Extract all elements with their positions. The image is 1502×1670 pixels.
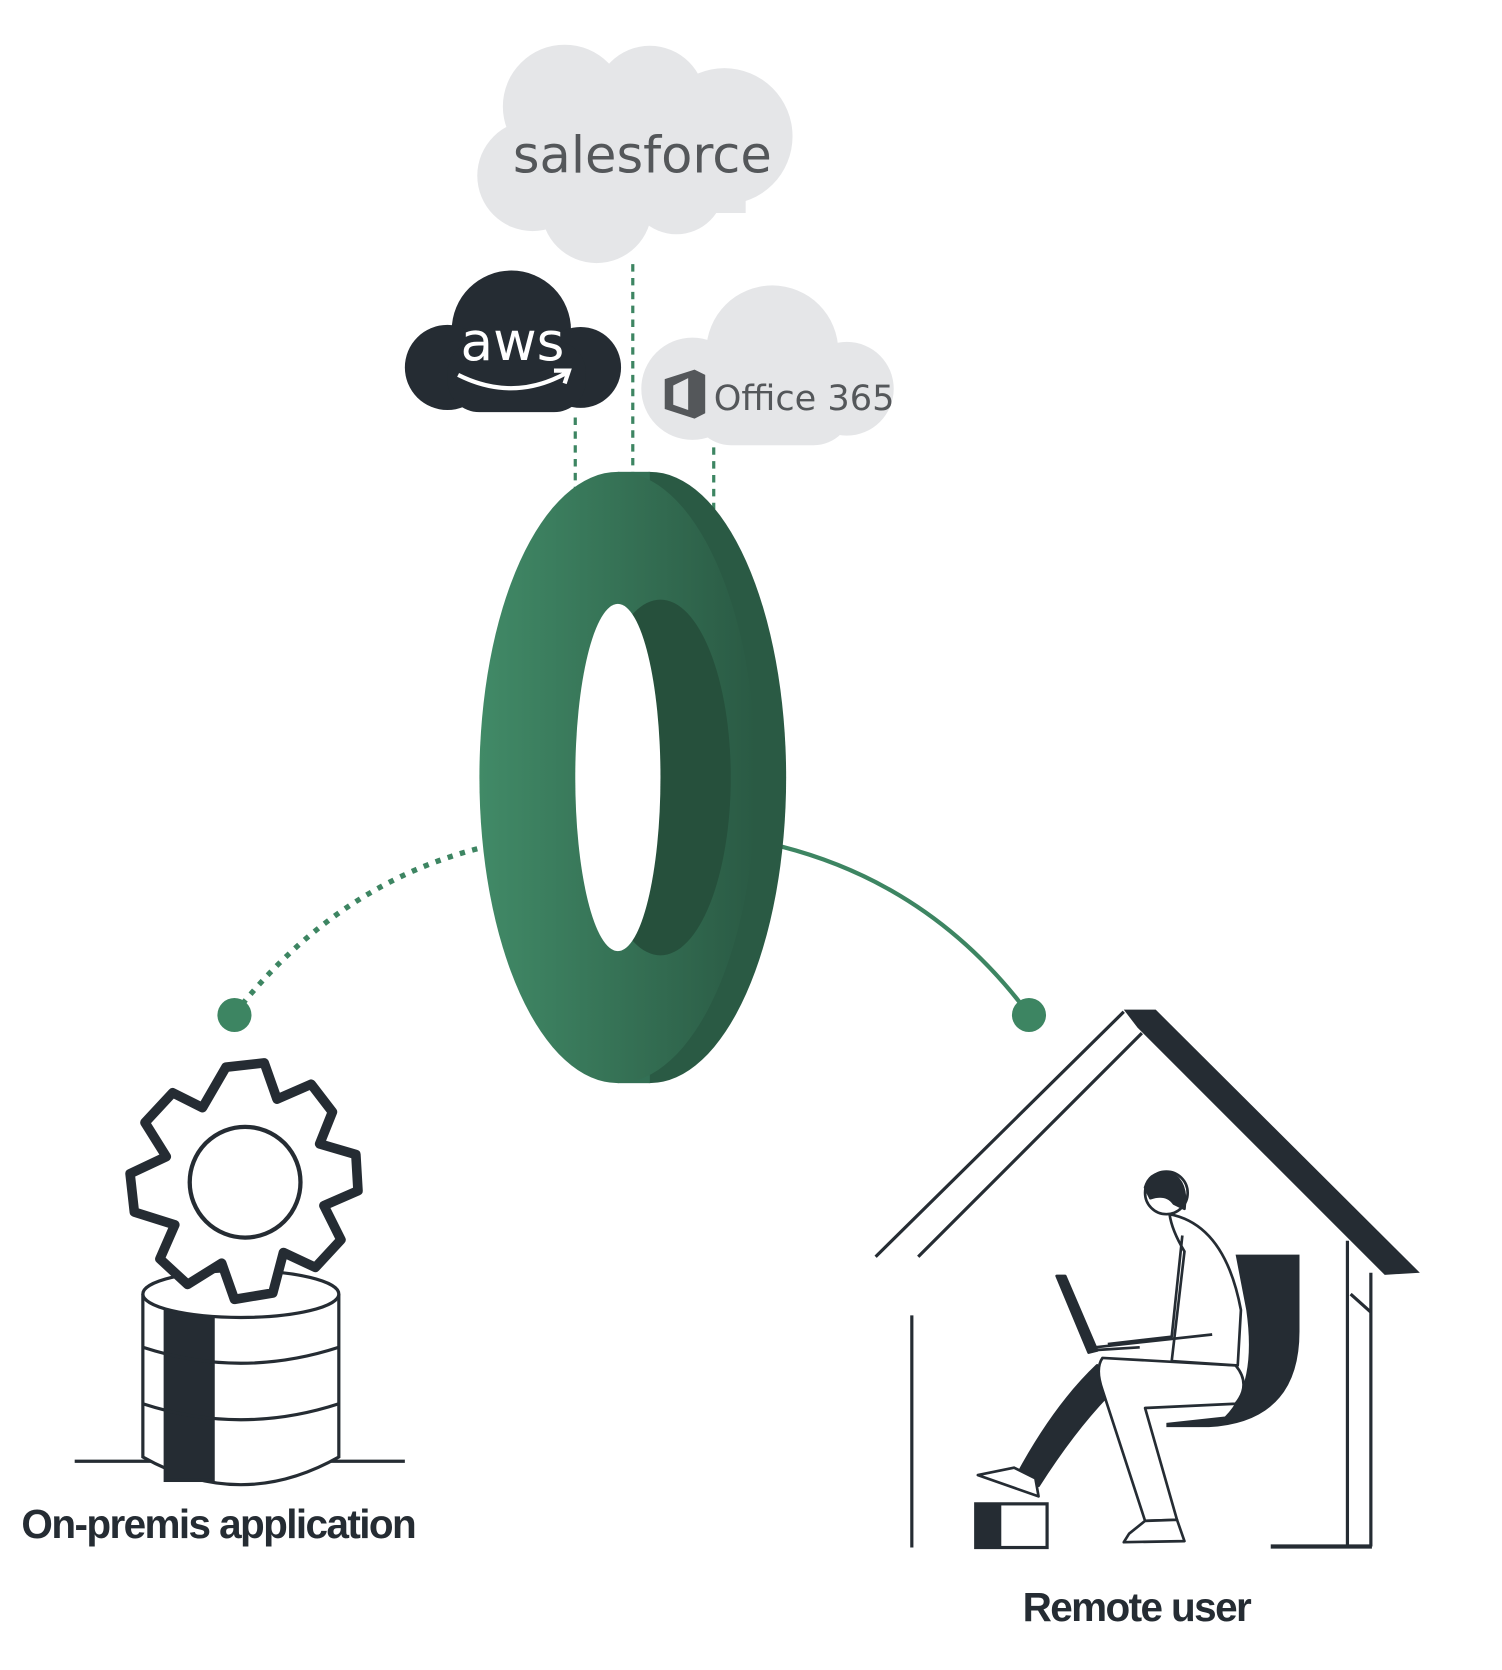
chair-icon — [1166, 1254, 1300, 1428]
remote-user-label: Remote user — [1023, 1584, 1252, 1630]
remote-user-illustration — [874, 1009, 1420, 1550]
on-premis-illustration — [74, 1058, 405, 1487]
remote-user-connection-dot — [1011, 997, 1047, 1033]
salesforce-cloud: salesforce — [477, 44, 793, 264]
person-icon — [976, 1170, 1245, 1544]
house-icon — [874, 1009, 1420, 1549]
gear-icon — [125, 1058, 363, 1305]
aws-smile-icon — [457, 368, 572, 391]
cloud-connectors — [573, 264, 716, 510]
dotted-connection-on-premis — [240, 846, 478, 1005]
salesforce-logo: salesforce — [513, 127, 772, 186]
aws-cloud: aws — [404, 270, 622, 413]
gateway-ring — [479, 471, 787, 1084]
aws-logo: aws — [460, 311, 564, 373]
office-icon — [664, 369, 706, 419]
on-premis-label: On-premis application — [21, 1501, 415, 1547]
office365-logo: Office 365 — [714, 378, 895, 419]
office365-cloud: Office 365 — [641, 285, 895, 446]
footrest-box — [974, 1502, 1049, 1550]
on-premis-connection-dot — [217, 997, 252, 1033]
solid-connection-remote-user — [781, 844, 1023, 1005]
